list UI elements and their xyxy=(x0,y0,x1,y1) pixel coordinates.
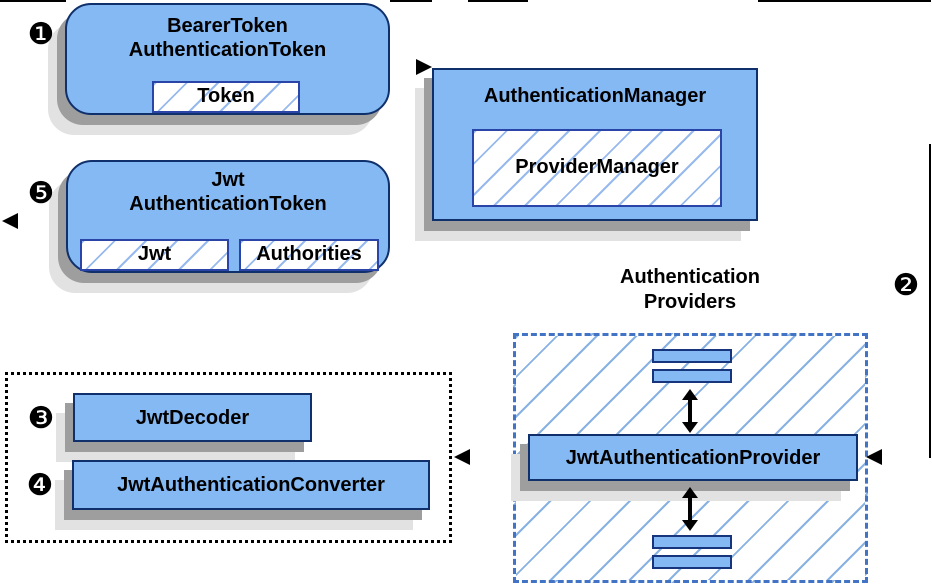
node-title: JwtAuthenticationConverter xyxy=(117,474,385,496)
node-title-line1: BearerToken xyxy=(167,15,288,37)
arrow-left-icon xyxy=(866,449,882,465)
step-4-badge: ❹ xyxy=(26,469,54,502)
arrow-down-icon xyxy=(682,520,698,531)
node-title: JwtAuthenticationProvider xyxy=(565,446,821,469)
outgoing-result-line xyxy=(16,0,66,2)
provider-stack-bar xyxy=(652,555,732,569)
authentication-providers-region: JwtAuthenticationProvider xyxy=(513,333,868,583)
node-title: JwtDecoder xyxy=(135,406,250,429)
step-5-badge: ❺ xyxy=(27,177,55,210)
decoder-converter-region xyxy=(5,372,452,543)
jwt-inner-box: Jwt xyxy=(80,239,229,271)
node-title: AuthenticationManager xyxy=(483,85,707,107)
provider-stack-bar xyxy=(652,349,732,363)
region-title-line1: Authentication xyxy=(620,266,760,288)
jwt-authentication-token-node: Jwt AuthenticationToken Jwt Authorities xyxy=(66,160,390,273)
provider-stack-bar xyxy=(652,369,732,383)
node-title: Jwt AuthenticationToken xyxy=(68,168,388,216)
token-inner-box: Token xyxy=(152,81,300,113)
jwt-authentication-converter-node: JwtAuthenticationConverter xyxy=(72,460,430,510)
node-title-line1: Jwt xyxy=(211,169,245,191)
arrow-shaft xyxy=(688,498,692,520)
step-2-badge: ❷ xyxy=(892,269,920,302)
arrow-up-icon xyxy=(682,487,698,498)
jwt-decoder-node: JwtDecoder xyxy=(73,393,312,442)
authentication-providers-title: Authentication Providers xyxy=(590,265,790,315)
step-2-connector-vertical xyxy=(929,144,931,458)
arrow-shaft xyxy=(688,400,692,422)
node-title-line2: AuthenticationToken xyxy=(128,39,327,61)
provider-stack-bar xyxy=(652,535,732,549)
arrow-left-icon xyxy=(454,449,470,465)
provider-to-decoder-line xyxy=(468,0,528,2)
authorities-inner-box: Authorities xyxy=(239,239,379,271)
step-2-connector-top xyxy=(758,0,931,2)
step-1-badge: ❶ xyxy=(27,18,55,51)
arrow-left-icon xyxy=(2,213,18,229)
region-title-line2: Providers xyxy=(643,291,737,313)
step-3-badge: ❸ xyxy=(27,402,55,435)
double-arrow-icon xyxy=(682,487,698,531)
arrow-right-icon xyxy=(416,59,432,75)
jwt-authentication-provider-node: JwtAuthenticationProvider xyxy=(528,434,858,481)
node-title: BearerToken AuthenticationToken xyxy=(67,14,388,62)
manager-to-jwt-token-line xyxy=(390,0,432,2)
step-2-connector-bottom xyxy=(880,0,931,2)
bearer-token-authentication-token-node: BearerToken AuthenticationToken Token xyxy=(65,3,390,115)
authentication-manager-node: AuthenticationManager ProviderManager xyxy=(432,68,758,221)
double-arrow-icon xyxy=(682,389,698,433)
arrow-down-icon xyxy=(682,422,698,433)
node-title-line2: AuthenticationToken xyxy=(129,193,327,215)
arrow-up-icon xyxy=(682,389,698,400)
provider-manager-inner-box: ProviderManager xyxy=(472,129,722,207)
